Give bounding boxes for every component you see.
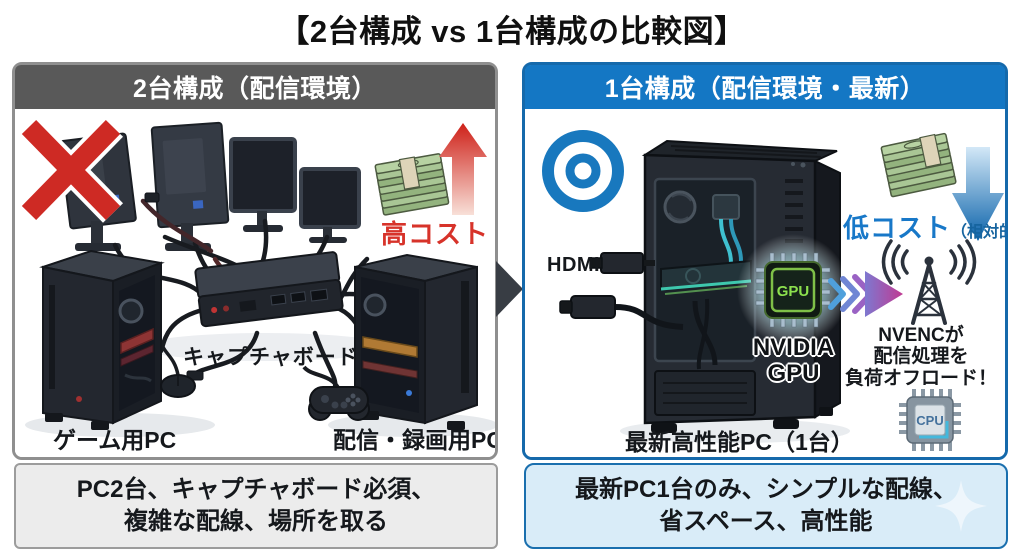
money-stack-icon xyxy=(374,153,450,216)
transition-arrow-icon xyxy=(495,260,525,320)
cost-down-arrow-icon xyxy=(952,147,1004,241)
pc-tower xyxy=(641,139,841,433)
cross-icon xyxy=(18,117,124,223)
monitor-icon xyxy=(299,167,361,243)
low-cost-text: 低コスト xyxy=(843,213,952,243)
one-pc-summary: 最新PC1台のみ、シンプルな配線、 省スペース、高性能 xyxy=(524,463,1008,549)
one-pc-summary-line1: 最新PC1台のみ、シンプルな配線、 xyxy=(575,475,957,503)
two-pc-scene xyxy=(18,117,495,437)
nvenc-line3: 負荷オフロード！ xyxy=(844,367,997,389)
gaming-pc-label: ゲーム用PC xyxy=(53,427,177,453)
capture-board-device xyxy=(194,251,344,328)
hdmi-cable-icon xyxy=(559,295,684,330)
one-pc-summary-line2: 省スペース、高性能 xyxy=(659,508,873,535)
monitor-icon xyxy=(229,137,297,232)
cost-up-arrow-icon xyxy=(439,123,487,215)
one-pc-panel: 1台構成（配信環境・最新） xyxy=(522,62,1008,460)
two-pc-summary-line2: 複雑な配線、場所を取る xyxy=(124,508,388,535)
gpu-chip-label: GPU xyxy=(777,283,810,300)
chevron-arrow-icon xyxy=(828,271,903,317)
two-pc-summary: PC2台、キャプチャボード必須、 複雑な配線、場所を取る xyxy=(14,463,498,549)
floor-shadows xyxy=(25,333,495,437)
two-pc-panel: 2台構成（配信環境） xyxy=(12,62,498,460)
hdmi-label: HDMI xyxy=(547,254,601,276)
two-pc-summary-line1: PC2台、キャプチャボード必須、 xyxy=(76,475,436,503)
nvenc-line1: NVENCが xyxy=(878,325,964,346)
nvidia-gpu-label-line1: NVIDIA xyxy=(752,334,835,361)
low-cost-note: （相対的） xyxy=(951,224,1005,241)
streaming-pc-tower xyxy=(354,253,478,430)
money-stack-icon xyxy=(880,132,957,198)
single-pc-label: 最新高性能PC（1台） xyxy=(625,429,854,455)
capture-board-label: キャプチャボード xyxy=(183,346,359,369)
gaming-pc-tower xyxy=(39,249,165,430)
cpu-chip-label: CPU xyxy=(916,413,943,428)
high-cost-label: 高コスト xyxy=(381,219,490,249)
nvenc-caption: NVENCが 配信処理を 負荷オフロード！ xyxy=(837,325,1005,389)
two-pc-illustration: 高コスト キャプチャボード ゲーム用PC 配信・録画用PC xyxy=(15,109,495,457)
antenna-icon xyxy=(881,239,977,325)
nvidia-gpu-label-line2: GPU xyxy=(767,359,820,387)
nvenc-line2: 配信処理を xyxy=(873,346,969,368)
one-pc-panel-header: 1台構成（配信環境・最新） xyxy=(525,65,1005,109)
mouse-icon xyxy=(160,346,196,398)
one-pc-scene: GPU xyxy=(542,130,1004,451)
low-cost-label: 低コスト（相対的） xyxy=(843,215,1005,241)
page-title: 【2台構成 vs 1台構成の比較図】 xyxy=(278,14,746,49)
sparkle-icon xyxy=(935,480,987,532)
streaming-pc-label: 配信・録画用PC xyxy=(333,427,495,453)
nvidia-gpu-label: NVIDIA GPU xyxy=(721,335,866,387)
two-pc-panel-header: 2台構成（配信環境） xyxy=(15,65,495,109)
controller-icon xyxy=(302,365,370,421)
cpu-chip-icon: CPU xyxy=(899,389,961,451)
hdmi-plug-icon xyxy=(589,252,655,274)
gpu-chip-icon: GPU xyxy=(737,234,849,346)
one-pc-illustration: GPU xyxy=(525,109,1005,457)
double-circle-icon xyxy=(542,130,624,212)
monitor-icon xyxy=(150,121,230,251)
